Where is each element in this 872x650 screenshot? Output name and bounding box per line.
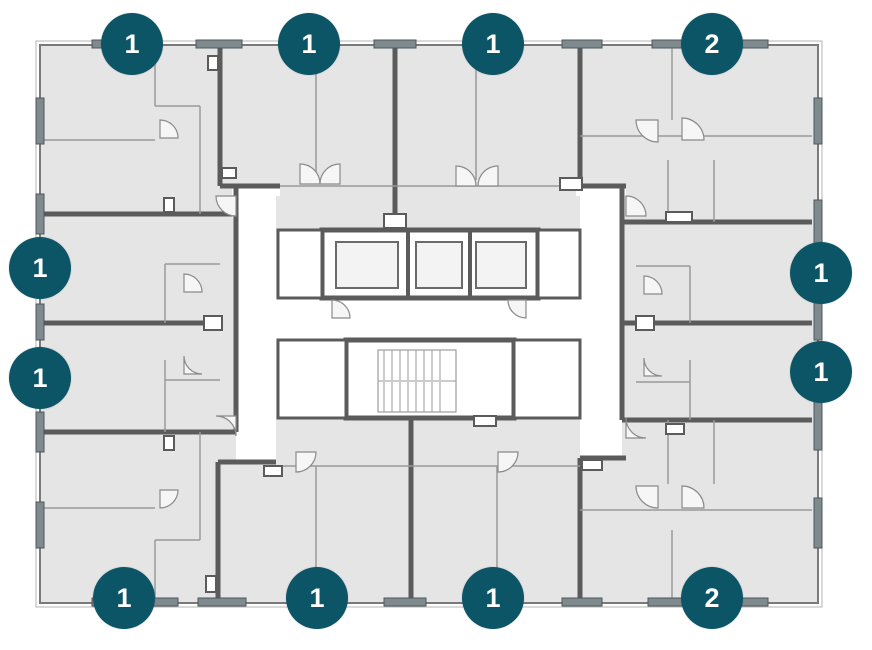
apartment-badge[interactable]: 1 (93, 567, 155, 629)
apartment-badge[interactable]: 1 (101, 13, 163, 75)
elevator-3 (475, 241, 527, 289)
elevator-core (276, 227, 582, 301)
apartment-badge[interactable]: 1 (790, 341, 852, 403)
apartment-badge[interactable]: 2 (681, 567, 743, 629)
central-corridor (232, 186, 626, 460)
door-swings (159, 117, 705, 509)
apartment-badge[interactable]: 1 (9, 237, 71, 299)
apartment-badge[interactable]: 1 (278, 13, 340, 75)
stairwell (276, 337, 582, 421)
apartment-badge[interactable]: 2 (681, 13, 743, 75)
elevator-2 (415, 241, 463, 289)
partition-walls (44, 48, 812, 600)
vent-shafts (163, 55, 693, 593)
apartment-badge[interactable]: 1 (9, 347, 71, 409)
apartment-badge[interactable]: 1 (462, 567, 524, 629)
apartment-badge[interactable]: 1 (286, 567, 348, 629)
apartment-badge[interactable]: 1 (462, 13, 524, 75)
apartment-badge[interactable]: 1 (790, 242, 852, 304)
elevator-1 (335, 241, 399, 289)
